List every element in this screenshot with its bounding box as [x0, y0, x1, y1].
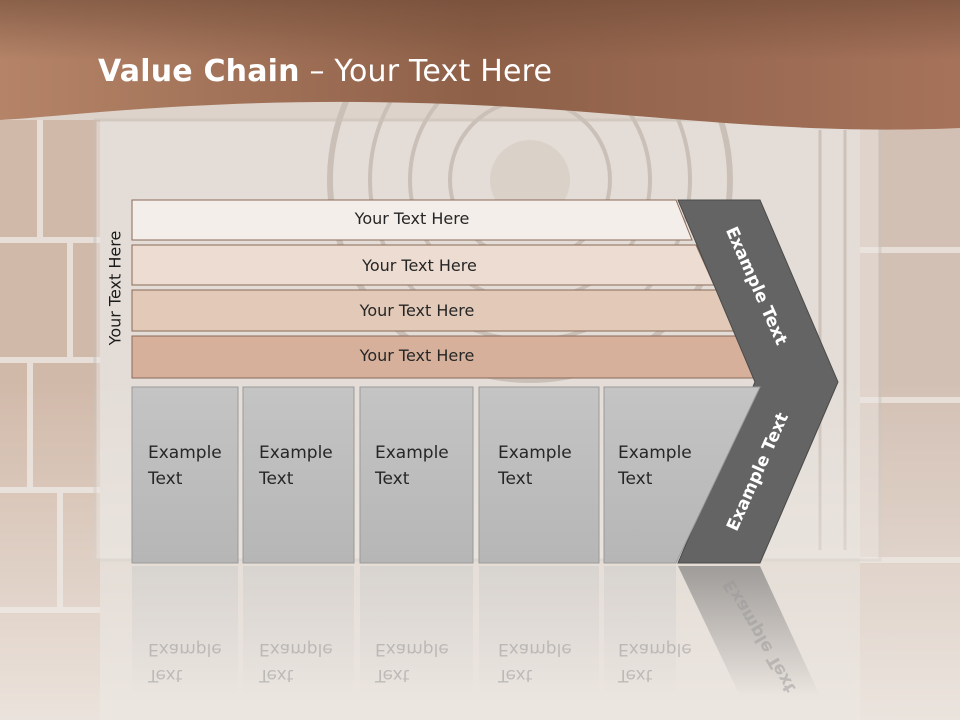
page-title: Value Chain – Your Text Here: [98, 54, 552, 89]
box-label-1-line1: Example: [148, 443, 222, 463]
bar-label-1: Your Text Here: [354, 209, 470, 228]
box-label-4-line2: Text: [498, 469, 533, 489]
bar-1: [131, 199, 693, 241]
box-2: [242, 386, 355, 564]
box-4: [478, 386, 600, 564]
box-label-4-line1: Example: [498, 443, 572, 463]
box-label-2-line1: Example: [259, 443, 333, 463]
box-3: [359, 386, 474, 564]
box-1: [131, 386, 239, 564]
box-label-5: Example Text: [618, 440, 692, 492]
box-label-4: Example Text: [498, 440, 572, 492]
box-label-5-line2: Text: [618, 469, 653, 489]
box-label-1-line2: Text: [148, 469, 183, 489]
box-label-5-line1: Example: [618, 443, 692, 463]
reflection: [132, 566, 820, 696]
box-label-3-line1: Example: [375, 443, 449, 463]
box-5: [603, 386, 761, 564]
bar-label-2: Your Text Here: [362, 256, 477, 275]
title-bold: Value Chain: [98, 54, 300, 89]
title-dash: –: [309, 54, 325, 89]
box-label-2-line2: Text: [259, 469, 294, 489]
box-label-3-line2: Text: [375, 469, 410, 489]
bar-label-3: Your Text Here: [359, 301, 475, 320]
box-label-1: Example Text: [148, 440, 222, 492]
bar-label-4: Your Text Here: [359, 346, 475, 365]
title-rest: Your Text Here: [334, 54, 553, 89]
box-label-3: Example Text: [375, 440, 449, 492]
box-label-2: Example Text: [259, 440, 333, 492]
side-label: Your Text Here: [105, 230, 125, 346]
